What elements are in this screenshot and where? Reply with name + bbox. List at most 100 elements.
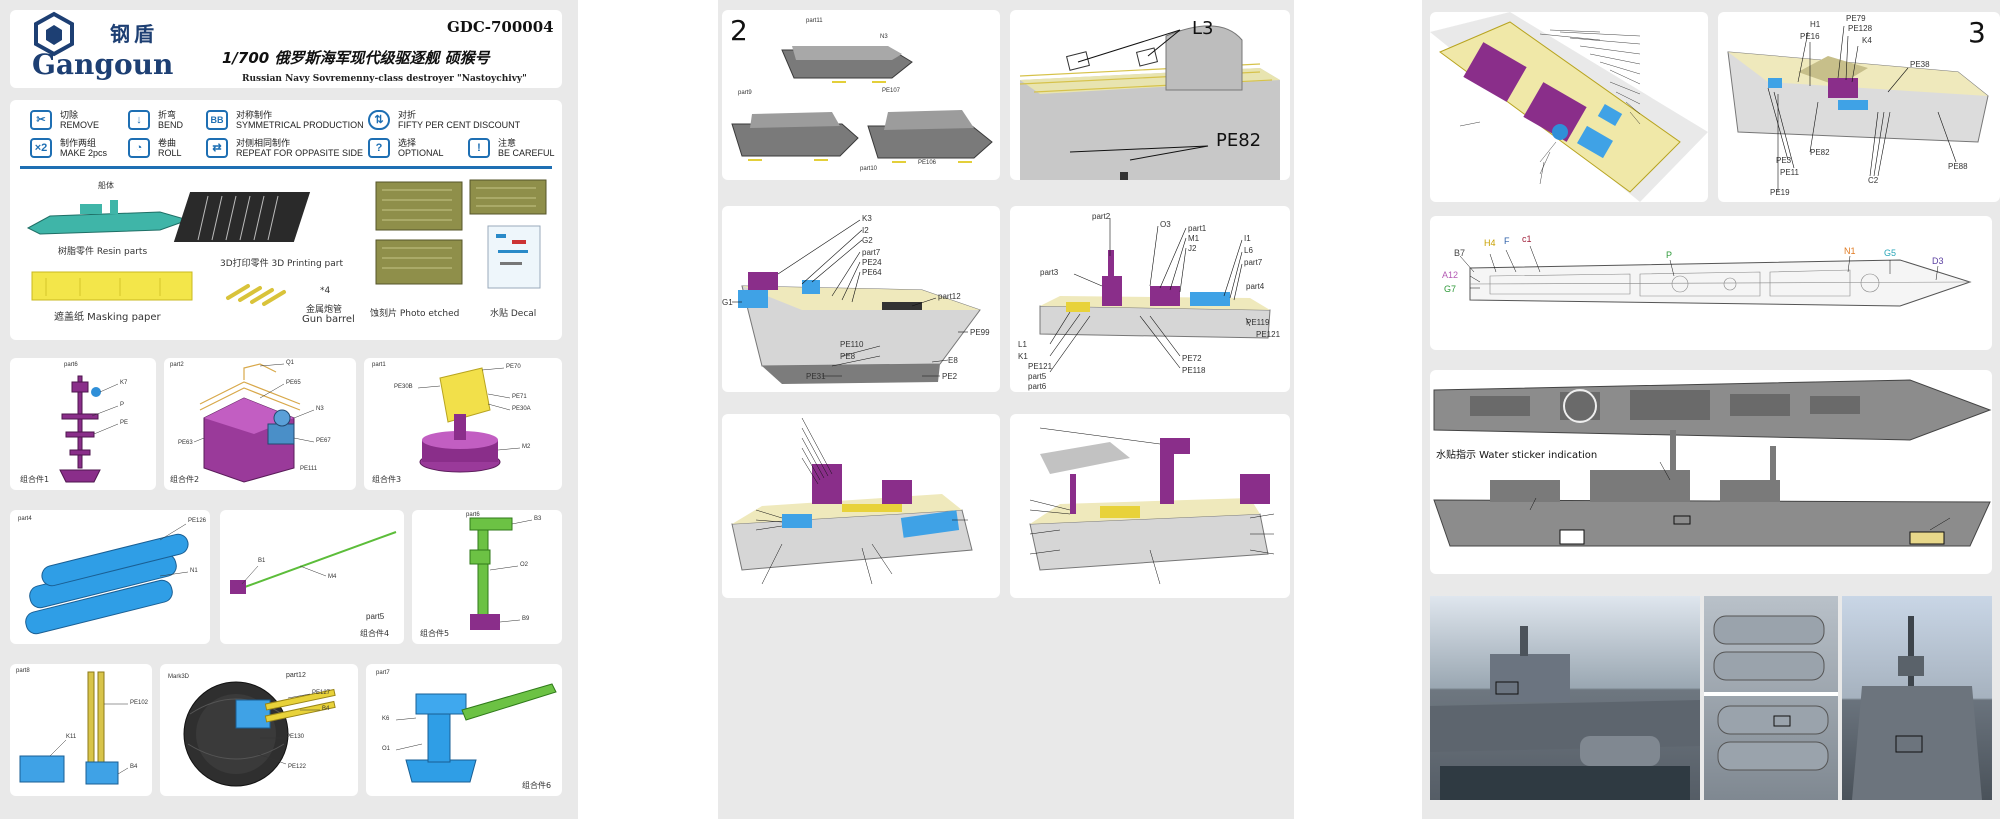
callout: M1: [1188, 234, 1200, 243]
callout: O1: [382, 746, 391, 752]
callout: PE118: [1182, 366, 1206, 375]
contents-illustrations: [26, 179, 547, 306]
callout: E8: [948, 356, 958, 365]
title-en: Russian Navy Sovremenny-class destroyer …: [242, 74, 527, 84]
part-label: part11: [806, 18, 823, 24]
callout: PE99: [970, 328, 990, 337]
assembly-4-card: part4 PE126 N1: [10, 510, 210, 644]
callout: PE126: [188, 518, 207, 524]
callout: part7: [1244, 258, 1263, 267]
callout: L6: [1244, 246, 1253, 255]
legend-optional-en: OPTIONAL: [398, 148, 444, 158]
legend-half-cn: 对折: [398, 110, 417, 120]
make-two-icon: ×2: [30, 138, 52, 158]
callout: PE64: [862, 268, 882, 277]
page-number: 2: [730, 14, 748, 47]
callout: PE106: [918, 160, 937, 166]
callout: K11: [66, 734, 77, 740]
stern-step-card: [1010, 414, 1290, 598]
callout: PE88: [1948, 162, 1968, 171]
brand-name-en: Gangoun: [32, 48, 174, 81]
legend-opposite-en: REPEAT FOR OPPASITE SIDE: [236, 148, 364, 158]
callout: G1: [722, 298, 733, 307]
reference-photo-3: [1842, 596, 1992, 800]
callout: PE110: [840, 340, 864, 349]
legend-divider: [20, 166, 552, 169]
product-code: GDC-700004: [447, 18, 554, 36]
callout: PE3: [1776, 156, 1792, 165]
printing-part-label: 3D打印零件 3D Printing part: [220, 259, 343, 269]
deck-callout: G5: [1884, 248, 1897, 258]
callout: part5: [1028, 372, 1047, 381]
brand-name-cn: 钢盾: [110, 22, 158, 46]
symmetric-icon: BB: [206, 110, 228, 130]
callout-large: L3: [1192, 18, 1214, 39]
photo-etched-label: 蚀刻片 Photo etched: [370, 309, 460, 319]
mid-step-card: part2 O3 part1 M1 J2 I1 L6 part7 part4 p…: [1010, 206, 1290, 392]
bend-icon: ↓: [128, 110, 150, 130]
deck-callout: c1: [1522, 234, 1532, 244]
decal-label: 水贴 Decal: [490, 309, 537, 319]
callout: N1: [190, 568, 198, 574]
callout: G2: [862, 236, 873, 245]
part-label: part1: [372, 362, 386, 368]
assembly-caption: 组合件5: [420, 629, 450, 638]
reference-photo-2: [1704, 596, 1838, 800]
sticker-indication-caption: 水贴指示 Water sticker indication: [1436, 450, 1598, 461]
callout: PE72: [1182, 354, 1202, 363]
legend-roll-en: ROLL: [158, 148, 182, 158]
legend-bend-en: BEND: [158, 120, 184, 130]
part-label: part2: [170, 362, 184, 368]
deck-callout: H4: [1484, 238, 1496, 248]
legend-optional-cn: 选择: [398, 138, 417, 148]
part-label: part9: [738, 90, 752, 96]
callout-large: PE82: [1216, 130, 1262, 151]
callout: PE30B: [394, 384, 413, 390]
callout: PE121: [1256, 330, 1281, 339]
assembly-6-card: part6 B3 O2 B9 组合件5: [412, 510, 562, 644]
callout: PE111: [300, 466, 318, 472]
callout: PE128: [1848, 24, 1873, 33]
deck-callout: F: [1504, 236, 1510, 246]
gun-barrel-cn: 金属炮管: [306, 305, 343, 315]
header-card: 钢盾 Gangoun GDC-700004 1/700 俄罗斯海军现代级驱逐舰 …: [10, 10, 562, 88]
part-label: part12: [286, 672, 306, 679]
callout: L1: [1018, 340, 1027, 349]
callout: PE102: [130, 700, 149, 706]
cut-icon: ✂: [30, 110, 52, 130]
legend-remove-cn: 切除: [60, 110, 79, 120]
assembly-9-card: part7 K6 O1 组合件6: [366, 664, 562, 796]
resin-parts-label: 树脂零件 Resin parts: [58, 247, 148, 257]
callout: PE79: [1846, 14, 1866, 23]
assembly-3-card: part1 PE70 PE71 PE30A PE30B M2 组合件3: [364, 358, 562, 490]
top-right-detail-card: 3 H1 PE16 PE79 PE128 K4 PE38 PE82 PE3 PE…: [1718, 12, 2000, 202]
callout: B9: [522, 616, 530, 622]
callout: PE16: [1800, 32, 1820, 41]
callout: part6: [1028, 382, 1047, 391]
page-number: 3: [1968, 16, 1986, 49]
part-label: part5: [366, 612, 385, 621]
callout: K3: [862, 214, 872, 223]
deck-plan-card: B7 H4 F c1 P N1 G5 D3 A12 G7: [1430, 216, 1992, 350]
legend-careful-en: BE CAREFUL: [498, 148, 555, 158]
decal-placement-card: 水贴指示 Water sticker indication: [1430, 370, 1992, 574]
callout: N3: [880, 34, 888, 40]
gun-count: *4: [320, 286, 331, 296]
instruction-sheet-2: 2 part11 part9 part10 N3 PE107 PE106 L3: [718, 0, 1294, 819]
callout: part7: [862, 248, 881, 257]
callout: PE2: [942, 372, 958, 381]
instruction-sheet-1: 钢盾 Gangoun GDC-700004 1/700 俄罗斯海军现代级驱逐舰 …: [0, 0, 578, 819]
part-label: part6: [64, 362, 78, 368]
callout: O3: [1160, 220, 1171, 229]
deck-callout: P: [1666, 250, 1673, 260]
assembly-caption: 组合件1: [20, 475, 50, 484]
legend-bend-cn: 折弯: [158, 110, 177, 120]
callout: M2: [522, 444, 531, 450]
aft-step-card: [722, 414, 1000, 598]
callout: part12: [938, 292, 961, 301]
callout: PE71: [512, 394, 527, 400]
gun-barrel-en: Gun barrel: [302, 314, 355, 325]
assembly-caption: 组合件4: [360, 629, 390, 638]
legend-half-en: FIFTY PER CENT DISCOUNT: [398, 120, 521, 130]
